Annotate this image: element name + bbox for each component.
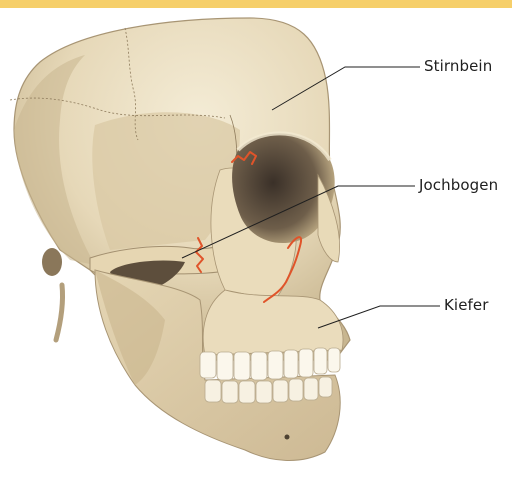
label-kiefer: Kiefer [444, 296, 489, 314]
label-jochbogen: Jochbogen [419, 176, 498, 194]
ear-canal [42, 248, 62, 276]
styloid [56, 285, 63, 340]
label-stirnbein: Stirnbein [424, 57, 492, 75]
mental-foramen [285, 435, 290, 440]
maxilla [203, 290, 343, 355]
